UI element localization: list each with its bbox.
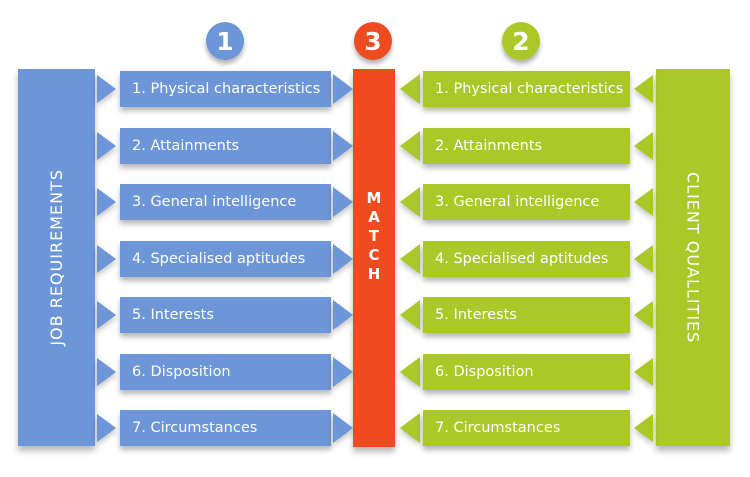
step-badge-3: 3 bbox=[354, 22, 392, 60]
step-badge-1: 1 bbox=[206, 22, 244, 60]
client-quality-item-6-label: 6. Disposition bbox=[435, 363, 534, 380]
client-quality-item-1-label: 1. Physical characteristics bbox=[435, 81, 624, 97]
arrow-left-icon bbox=[634, 244, 653, 273]
client-quality-item-7-label: 7. Circumstances bbox=[435, 420, 561, 436]
diagram-row-4: 4. Specialised aptitudes 4. Specialised … bbox=[0, 240, 750, 277]
diagram-row-1: 1. Physical characteristics 1. Physical … bbox=[0, 71, 750, 107]
arrow-left-icon bbox=[634, 301, 653, 329]
client-quality-item-3-label: 3. General intelligence bbox=[435, 194, 600, 210]
job-requirement-item-2: 2. Attainments bbox=[120, 127, 331, 164]
diagram-row-7: 7. Circumstances 7. Circumstances bbox=[0, 410, 750, 446]
arrow-right-icon bbox=[97, 301, 116, 329]
client-qualities-column: CLIENT QUALLITIES bbox=[656, 69, 730, 446]
arrow-left-icon bbox=[634, 188, 653, 216]
step-badge-3-number: 3 bbox=[364, 26, 382, 56]
arrow-right-icon bbox=[333, 356, 353, 387]
job-requirement-item-4: 4. Specialised aptitudes bbox=[120, 240, 331, 277]
match-letter: T bbox=[368, 227, 380, 245]
arrow-left-icon bbox=[400, 243, 420, 274]
match-letter: C bbox=[368, 246, 380, 264]
arrow-left-icon bbox=[634, 131, 653, 160]
diagram-row-5: 5. Interests 5. Interests bbox=[0, 297, 750, 333]
arrow-left-icon bbox=[400, 74, 420, 104]
match-letter: M bbox=[366, 189, 382, 207]
client-quality-item-4: 4. Specialised aptitudes bbox=[423, 240, 630, 277]
arrow-right-icon bbox=[333, 243, 353, 274]
arrow-left-icon bbox=[634, 414, 653, 442]
match-column: M A T C H bbox=[353, 69, 395, 447]
job-requirement-item-5-label: 5. Interests bbox=[132, 307, 214, 323]
arrow-right-icon bbox=[333, 130, 353, 161]
arrow-left-icon bbox=[400, 300, 420, 330]
arrow-right-icon bbox=[97, 188, 116, 216]
match-label: M A T C H bbox=[353, 189, 395, 284]
job-requirement-item-6-label: 6. Disposition bbox=[132, 363, 231, 380]
diagram-rows: 1. Physical characteristics 1. Physical … bbox=[0, 71, 750, 446]
arrow-right-icon bbox=[97, 244, 116, 273]
client-quality-item-4-label: 4. Specialised aptitudes bbox=[435, 250, 609, 267]
client-quality-item-1: 1. Physical characteristics bbox=[423, 71, 630, 107]
job-requirement-item-6: 6. Disposition bbox=[120, 353, 331, 390]
arrow-left-icon bbox=[634, 357, 653, 386]
arrow-right-icon bbox=[333, 74, 353, 104]
arrow-left-icon bbox=[400, 413, 420, 443]
job-requirements-column: JOB REQUIREMENTS bbox=[18, 69, 95, 446]
arrow-right-icon bbox=[333, 300, 353, 330]
client-quality-item-3: 3. General intelligence bbox=[423, 184, 630, 220]
arrow-right-icon bbox=[333, 413, 353, 443]
match-letter: A bbox=[368, 208, 380, 226]
client-quality-item-5-label: 5. Interests bbox=[435, 307, 517, 323]
arrow-left-icon bbox=[400, 130, 420, 161]
client-quality-item-7: 7. Circumstances bbox=[423, 410, 630, 446]
job-requirement-item-1: 1. Physical characteristics bbox=[120, 71, 331, 107]
job-requirement-item-7: 7. Circumstances bbox=[120, 410, 331, 446]
job-requirement-item-3: 3. General intelligence bbox=[120, 184, 331, 220]
arrow-right-icon bbox=[333, 187, 353, 217]
job-requirement-item-4-label: 4. Specialised aptitudes bbox=[132, 250, 306, 267]
job-requirement-item-7-label: 7. Circumstances bbox=[132, 420, 258, 436]
client-quality-item-6: 6. Disposition bbox=[423, 353, 630, 390]
arrow-left-icon bbox=[634, 75, 653, 103]
job-requirement-item-3-label: 3. General intelligence bbox=[132, 194, 297, 210]
diagram-row-3: 3. General intelligence 3. General intel… bbox=[0, 184, 750, 220]
client-quality-item-2: 2. Attainments bbox=[423, 127, 630, 164]
diagram-row-6: 6. Disposition 6. Disposition bbox=[0, 353, 750, 390]
step-badge-2: 2 bbox=[502, 22, 540, 60]
arrow-left-icon bbox=[400, 187, 420, 217]
client-qualities-label: CLIENT QUALLITIES bbox=[683, 171, 703, 344]
arrow-right-icon bbox=[97, 414, 116, 442]
arrow-right-icon bbox=[97, 357, 116, 386]
client-quality-item-5: 5. Interests bbox=[423, 297, 630, 333]
step-badge-1-number: 1 bbox=[216, 26, 234, 56]
client-quality-item-2-label: 2. Attainments bbox=[435, 137, 543, 154]
step-badge-2-number: 2 bbox=[512, 26, 530, 56]
arrow-right-icon bbox=[97, 75, 116, 103]
diagram-row-2: 2. Attainments 2. Attainments bbox=[0, 127, 750, 164]
job-requirement-item-2-label: 2. Attainments bbox=[132, 137, 240, 154]
job-requirement-item-5: 5. Interests bbox=[120, 297, 331, 333]
arrow-right-icon bbox=[97, 131, 116, 160]
arrow-left-icon bbox=[400, 356, 420, 387]
match-letter: H bbox=[367, 265, 381, 283]
job-requirement-item-1-label: 1. Physical characteristics bbox=[132, 81, 321, 97]
